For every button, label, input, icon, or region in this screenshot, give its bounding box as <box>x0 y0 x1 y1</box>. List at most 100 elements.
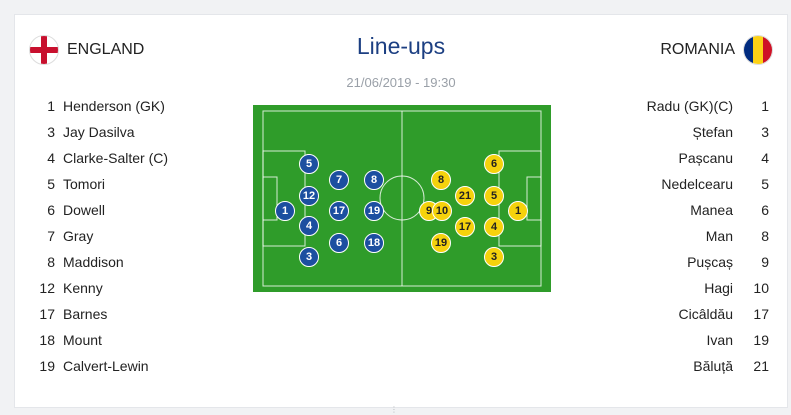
list-item[interactable]: Man 8 <box>647 223 769 249</box>
player-name: Băluță <box>693 358 733 374</box>
football-pitch: 5 7 8 1 12 17 19 4 3 6 18 6 8 21 5 9 10 … <box>253 105 551 292</box>
list-item[interactable]: Hagi 10 <box>647 275 769 301</box>
list-item[interactable]: 4 Clarke-Salter (C) <box>33 145 168 171</box>
list-item[interactable]: 7 Gray <box>33 223 168 249</box>
list-item[interactable]: 6 Dowell <box>33 197 168 223</box>
list-item[interactable]: Radu (GK)(C) 1 <box>647 93 769 119</box>
player-name: Kenny <box>63 280 103 296</box>
player-number: 1 <box>761 98 769 114</box>
away-player-marker[interactable]: 1 <box>508 201 528 221</box>
list-item[interactable]: 1 Henderson (GK) <box>33 93 168 119</box>
list-item[interactable]: 12 Kenny <box>33 275 168 301</box>
player-name: Radu (GK)(C) <box>646 98 733 114</box>
list-item[interactable]: Manea 6 <box>647 197 769 223</box>
list-item[interactable]: 3 Jay Dasilva <box>33 119 168 145</box>
player-number: 3 <box>47 124 55 140</box>
home-team-header: ENGLAND <box>29 35 144 65</box>
away-player-marker[interactable]: 17 <box>455 217 475 237</box>
home-player-marker[interactable]: 17 <box>329 201 349 221</box>
home-player-marker[interactable]: 19 <box>364 201 384 221</box>
player-number: 19 <box>753 332 769 348</box>
player-name: Cicâldău <box>678 306 733 322</box>
romania-flag-icon <box>743 35 773 65</box>
player-name: Manea <box>690 202 733 218</box>
away-player-marker[interactable]: 21 <box>455 186 475 206</box>
list-item[interactable]: Băluță 21 <box>647 353 769 379</box>
player-name: Nedelcearu <box>661 176 733 192</box>
player-name: Henderson (GK) <box>63 98 165 114</box>
home-player-marker[interactable]: 6 <box>329 233 349 253</box>
player-number: 10 <box>753 280 769 296</box>
list-item[interactable]: 17 Barnes <box>33 301 168 327</box>
player-number: 7 <box>47 228 55 244</box>
player-name: Gray <box>63 228 94 244</box>
player-number: 1 <box>47 98 55 114</box>
player-number: 17 <box>753 306 769 322</box>
player-number: 4 <box>47 150 55 166</box>
player-name: Jay Dasilva <box>63 124 135 140</box>
away-player-marker[interactable]: 5 <box>484 186 504 206</box>
player-number: 19 <box>39 358 55 374</box>
list-item[interactable]: Nedelcearu 5 <box>647 171 769 197</box>
list-item[interactable]: Ivan 19 <box>647 327 769 353</box>
list-item[interactable]: 5 Tomori <box>33 171 168 197</box>
list-item[interactable]: Cicâldău 17 <box>647 301 769 327</box>
away-player-marker[interactable]: 8 <box>431 170 451 190</box>
list-item[interactable]: 18 Mount <box>33 327 168 353</box>
home-player-marker[interactable]: 1 <box>275 201 295 221</box>
page-title: Line-ups <box>356 33 446 59</box>
home-player-marker[interactable]: 4 <box>299 216 319 236</box>
away-player-list: Radu (GK)(C) 1 Ștefan 3 Pașcanu 4 Nedelcear… <box>647 93 769 379</box>
home-player-marker[interactable]: 7 <box>329 170 349 190</box>
away-player-marker[interactable]: 4 <box>484 217 504 237</box>
player-name: Maddison <box>63 254 124 270</box>
player-number: 6 <box>47 202 55 218</box>
player-number: 17 <box>39 306 55 322</box>
home-player-marker[interactable]: 8 <box>364 170 384 190</box>
player-number: 6 <box>761 202 769 218</box>
england-flag-icon <box>29 35 59 65</box>
home-player-marker[interactable]: 3 <box>299 247 319 267</box>
away-player-marker[interactable]: 3 <box>484 247 504 267</box>
away-player-marker[interactable]: 10 <box>432 201 452 221</box>
player-number: 5 <box>761 176 769 192</box>
list-item[interactable]: 8 Maddison <box>33 249 168 275</box>
list-item[interactable]: Pașcanu 4 <box>647 145 769 171</box>
player-name: Man <box>705 228 733 244</box>
home-player-marker[interactable]: 18 <box>364 233 384 253</box>
player-number: 4 <box>761 150 769 166</box>
player-name: Pașcanu <box>678 150 733 166</box>
player-name: Ivan <box>706 332 733 348</box>
player-number: 8 <box>47 254 55 270</box>
match-date: 21/06/2019 - 19:30 <box>346 75 456 90</box>
away-team-name: ROMANIA <box>660 41 735 58</box>
list-item[interactable]: Ștefan 3 <box>647 119 769 145</box>
player-number: 9 <box>761 254 769 270</box>
player-name: Calvert-Lewin <box>63 358 149 374</box>
player-number: 18 <box>39 332 55 348</box>
list-item[interactable]: Pușcaș 9 <box>647 249 769 275</box>
player-name: Clarke-Salter (C) <box>63 150 169 166</box>
player-name: Ștefan <box>692 124 733 140</box>
away-player-marker[interactable]: 6 <box>484 154 504 174</box>
player-number: 3 <box>761 124 769 140</box>
resize-handle-icon[interactable]: ⋮ <box>390 405 398 414</box>
player-number: 8 <box>761 228 769 244</box>
home-player-marker[interactable]: 5 <box>299 154 319 174</box>
player-name: Hagi <box>704 280 733 296</box>
player-name: Pușcaș <box>687 254 733 270</box>
home-player-marker[interactable]: 12 <box>299 186 319 206</box>
player-name: Tomori <box>63 176 106 192</box>
player-name: Mount <box>63 332 102 348</box>
player-number: 12 <box>39 280 55 296</box>
player-name: Dowell <box>63 202 106 218</box>
home-player-list: 1 Henderson (GK) 3 Jay Dasilva 4 Clarke-Sal… <box>33 93 168 379</box>
player-number: 21 <box>753 358 769 374</box>
away-player-marker[interactable]: 19 <box>431 233 451 253</box>
list-item[interactable]: 19 Calvert-Lewin <box>33 353 168 379</box>
lineups-card: ENGLAND Line-ups 21/06/2019 - 19:30 ROMA… <box>14 14 788 408</box>
player-name: Barnes <box>63 306 108 322</box>
home-team-name: ENGLAND <box>67 41 145 58</box>
player-number: 5 <box>47 176 55 192</box>
away-team-header: ROMANIA <box>660 35 773 65</box>
